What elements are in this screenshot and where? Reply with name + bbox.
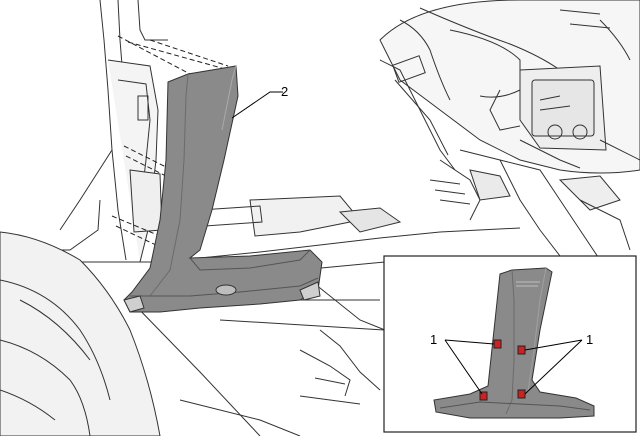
retaining-clips: [479, 339, 526, 401]
b-pillar-trim-panel: [123, 65, 323, 313]
instrument-panel: [379, 0, 640, 174]
infotainment-screen: [531, 79, 595, 137]
trim-fastener-hole: [215, 284, 237, 296]
hvac-knob-right: [572, 124, 588, 140]
callout-clips-right: 1: [524, 332, 593, 395]
callout-pillar-trim: 2: [231, 84, 288, 119]
clip-lower-right: [517, 389, 526, 399]
installation-guide-lines: [111, 35, 237, 247]
inset-trim-panel: [433, 267, 595, 419]
hvac-knob-left: [547, 124, 563, 140]
rear-seat: [0, 231, 161, 436]
callout-label-1-right: 1: [586, 332, 593, 347]
b-pillar-body-structure: [20, 0, 168, 263]
callout-clips-left: 1: [430, 332, 495, 395]
clip-upper-right: [517, 345, 526, 355]
inset-detail: 1 1: [383, 255, 637, 433]
clip-upper-left: [493, 339, 502, 349]
callout-label-1-left: 1: [430, 332, 437, 347]
clip-lower-left: [479, 391, 488, 401]
center-console: [429, 139, 640, 261]
callout-label-2: 2: [281, 84, 288, 99]
